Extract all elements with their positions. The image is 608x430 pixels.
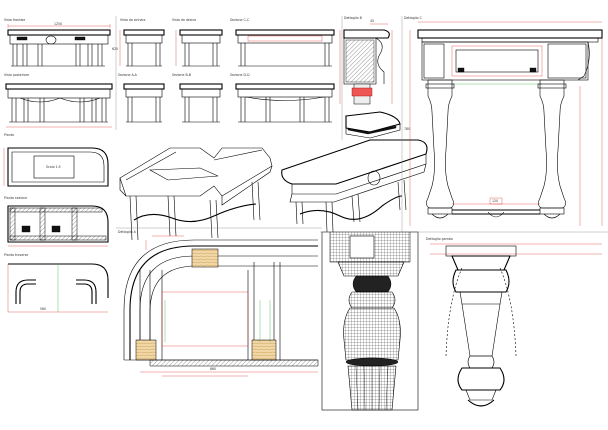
perspective-frame-view <box>119 147 273 241</box>
back-view-panel: Vista posteriore <box>4 73 113 128</box>
plan-view-panel: Pianta <box>3 133 109 187</box>
dim-label-7: 560 <box>40 307 46 311</box>
back-view-label: Vista posteriore <box>4 73 29 77</box>
dim-label-5: 120 <box>492 199 498 203</box>
perspective-table-view <box>281 139 428 233</box>
detail-a-label: Dettaglio A <box>118 230 137 234</box>
detail-a-panel: Dettaglio A <box>118 230 319 377</box>
section-a-label: Sezione A-A <box>118 73 138 77</box>
plan-section-panel: Pianta sezione <box>4 196 109 247</box>
scale-note: Scala 1:5 <box>46 165 61 169</box>
leg-render-panel <box>321 231 419 411</box>
section-b-panel: Sezione B-B <box>172 73 223 123</box>
plan-stretcher-panel: Pianta traverse <box>4 253 109 313</box>
dim-label-3: 780 <box>404 127 410 131</box>
dim-label-1: 1250 <box>54 22 62 26</box>
front-view-label: Vista frontale <box>4 18 25 22</box>
leg-detail-label: Dettaglio gamba <box>426 237 453 241</box>
detail-b-perspective <box>345 111 401 139</box>
section-a-panel: Sezione A-A <box>118 73 165 123</box>
dimension-texts: 1250 620 780 45 120 860 560 Scala 1:5 <box>40 19 498 371</box>
detail-b-panel: Dettaglio B <box>339 16 393 105</box>
plan-view-label: Pianta <box>4 133 14 137</box>
plan-section-label: Pianta sezione <box>4 196 27 200</box>
dim-label-4: 45 <box>370 19 374 23</box>
detail-c-label: Dettaglio C <box>404 16 423 20</box>
section-view-panel: Sezione C-C <box>230 18 335 67</box>
side-view-a-panel: Vista da sinistra <box>119 18 165 67</box>
section-view-label: Sezione C-C <box>230 18 250 22</box>
plan-stretcher-label: Pianta traverse <box>4 253 28 257</box>
dim-label-6: 860 <box>210 367 216 371</box>
side-view-b-label: Vista da destra <box>172 18 196 22</box>
section-d-label: Sezione D-D <box>230 73 250 77</box>
section-b-label: Sezione B-B <box>172 73 191 77</box>
section-d-panel: Sezione D-D <box>230 73 335 123</box>
side-view-b-panel: Vista da destra <box>172 18 223 67</box>
side-view-a-label: Vista da sinistra <box>120 18 146 22</box>
panel-borders <box>115 16 608 233</box>
front-view-panel: Vista frontale <box>4 18 111 67</box>
leg-detail-panel: Dettaglio gamba <box>426 237 602 407</box>
dim-label-2: 620 <box>112 47 118 51</box>
detail-c-panel: Dettaglio C <box>404 16 603 226</box>
detail-b-label: Dettaglio B <box>344 16 362 20</box>
